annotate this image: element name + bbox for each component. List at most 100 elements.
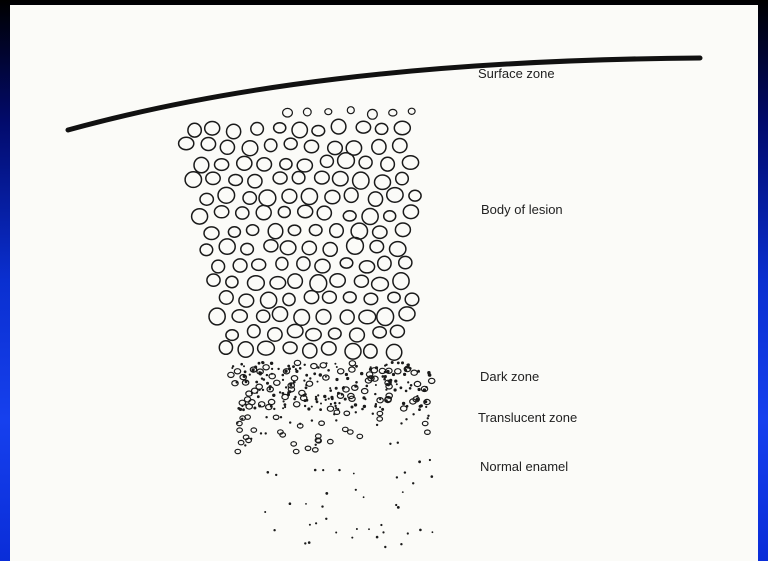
lesion-pore	[399, 256, 412, 268]
lesion-pore	[259, 190, 276, 206]
dark-zone-dot	[242, 408, 245, 411]
translucent-zone-structures	[235, 410, 430, 454]
dark-zone-dot	[317, 394, 319, 396]
dark-zone-dot	[285, 386, 287, 388]
dark-zone-dot	[345, 373, 348, 376]
dark-zone-dot	[335, 387, 338, 390]
dark-zone-dot	[402, 402, 405, 405]
normal-enamel-dot	[304, 542, 306, 544]
translucent-zone-dot	[335, 419, 337, 421]
dark-zone-dot	[334, 402, 337, 405]
translucent-zone-pore	[319, 421, 325, 425]
dark-zone-dot	[418, 408, 421, 411]
dark-zone-dot	[240, 363, 243, 366]
lesion-pore	[345, 344, 361, 360]
translucent-zone-dot	[265, 416, 267, 418]
lesion-pore	[306, 329, 321, 341]
lesion-pore	[370, 241, 384, 253]
dark-zone-pore	[234, 369, 240, 374]
lesion-pore	[359, 261, 374, 273]
dark-zone-dot	[319, 408, 322, 411]
lesion-pore	[200, 193, 213, 205]
dark-zone-dot	[400, 386, 403, 389]
dark-zone-dot	[404, 369, 407, 372]
lesion-pore	[340, 258, 353, 268]
dark-zone-dot	[262, 389, 264, 391]
lesion-pore	[309, 225, 322, 236]
normal-enamel-dot	[407, 532, 409, 534]
lesion-pore	[343, 292, 356, 303]
lesion-pore	[303, 343, 317, 358]
translucent-zone-pore	[305, 446, 311, 450]
lesion-pore	[320, 155, 333, 167]
lesion-pore	[375, 175, 391, 189]
lesion-pore	[340, 310, 354, 324]
lesion-pore	[232, 310, 247, 323]
lesion-pore	[354, 275, 368, 287]
translucent-zone-dot	[241, 418, 243, 420]
lesion-pore	[323, 291, 337, 303]
dark-zone-pore	[268, 399, 274, 404]
dark-zone-pore	[259, 402, 265, 407]
lesion-pore	[251, 123, 264, 136]
lesion-pore	[372, 140, 386, 155]
lesion-pore	[378, 256, 391, 270]
dark-zone-pore	[299, 390, 305, 395]
dark-zone-dot	[251, 392, 253, 394]
dark-zone-dot	[271, 368, 273, 370]
lesion-pore	[274, 123, 286, 133]
lesion-pore	[201, 138, 215, 151]
translucent-zone-pore	[313, 448, 319, 452]
translucent-zone-pore	[377, 411, 383, 415]
dark-zone-dot	[409, 387, 412, 390]
label-dark-zone: Dark zone	[480, 369, 539, 384]
dark-zone-dot	[372, 376, 374, 378]
lesion-pore	[278, 207, 290, 218]
dark-zone-dot	[295, 368, 297, 370]
dark-zone-dot	[418, 388, 421, 391]
lesion-pore	[322, 342, 337, 355]
translucent-zone-pore	[357, 434, 363, 438]
lesion-pore	[243, 192, 256, 205]
body-of-lesion-structures	[179, 107, 422, 360]
dark-zone-dot	[406, 364, 408, 366]
lesion-pore	[247, 225, 259, 236]
lesion-pore	[389, 109, 397, 116]
normal-enamel-dot	[382, 531, 384, 533]
lesion-pore	[343, 211, 356, 221]
translucent-zone-dot	[289, 421, 291, 423]
dark-zone-pore	[256, 384, 262, 389]
lesion-pore	[256, 205, 271, 219]
lesion-pore	[317, 206, 331, 220]
lesion-pore	[192, 209, 208, 224]
lesion-pore	[338, 153, 355, 169]
translucent-zone-dot	[389, 443, 391, 445]
dark-zone-dot	[266, 374, 268, 376]
lesion-pore	[301, 189, 317, 205]
dark-zone-dot	[270, 362, 273, 365]
translucent-zone-dot	[400, 422, 402, 424]
lesion-pore	[239, 294, 254, 307]
dark-zone-dot	[325, 362, 327, 364]
normal-enamel-dot	[267, 471, 270, 474]
translucent-zone-dot	[315, 444, 317, 446]
lesion-pore	[297, 257, 310, 271]
lesion-pore	[403, 205, 418, 219]
lesion-pore	[236, 207, 249, 219]
normal-enamel-dot	[353, 473, 355, 475]
lesion-pore	[353, 172, 369, 189]
lesion-pore	[268, 328, 282, 341]
lesion-pore	[381, 157, 395, 171]
normal-enamel-dot	[325, 492, 328, 495]
dark-zone-dot	[394, 380, 397, 383]
lesion-pore	[205, 122, 220, 136]
dark-zone-dot	[244, 370, 247, 373]
dark-zone-dot	[283, 400, 285, 402]
lesion-pore	[219, 291, 233, 304]
lesion-pore	[283, 342, 297, 354]
translucent-zone-pore	[344, 411, 350, 415]
dark-zone-dot	[354, 403, 357, 406]
dark-zone-dot	[325, 376, 327, 378]
dark-zone-dot	[282, 392, 285, 395]
